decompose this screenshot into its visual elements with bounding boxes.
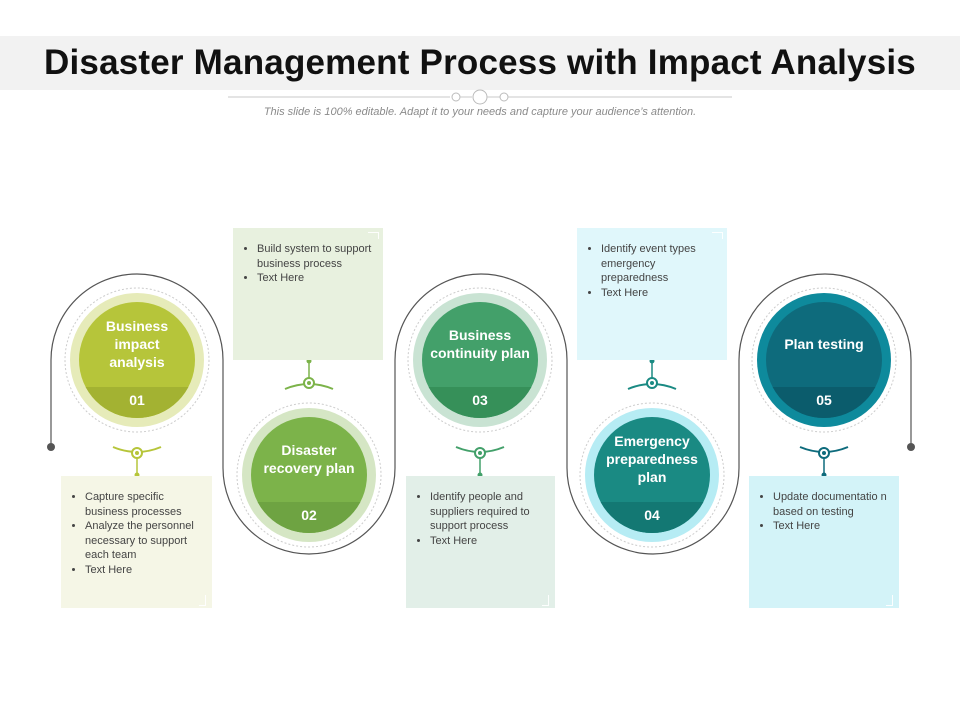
bullet-list: Identify people and suppliers required t…: [416, 490, 545, 548]
step-label: Disaster recovery plan: [263, 442, 355, 477]
bullet-list: Capture specific business processesAnaly…: [71, 490, 202, 577]
bullet-list: Update documentatio n based on testingTe…: [759, 490, 889, 534]
bullet-item: Capture specific business processes: [85, 490, 202, 519]
bullet-item: Text Here: [430, 534, 545, 549]
step-label: Business continuity plan: [430, 327, 530, 362]
bullet-item: Text Here: [601, 286, 717, 301]
step-label: Emergency preparedness plan: [606, 433, 698, 486]
step-connector-icon: [455, 446, 505, 478]
box-corner-mark: [886, 595, 893, 606]
step-description-box: Build system to support business process…: [233, 228, 383, 360]
step-label: Business impact analysis: [105, 318, 169, 371]
bullet-item: Text Here: [85, 563, 202, 578]
step-description-box: Capture specific business processesAnaly…: [61, 476, 212, 608]
box-corner-mark: [542, 595, 549, 606]
box-corner-mark: [368, 232, 379, 239]
bullet-item: Text Here: [773, 519, 889, 534]
bullet-item: Text Here: [257, 271, 373, 286]
bullet-item: Update documentatio n based on testing: [773, 490, 889, 519]
bullet-item: Identify people and suppliers required t…: [430, 490, 545, 534]
title-divider: [228, 89, 732, 105]
step-label: Plan testing: [784, 336, 864, 353]
step-description-box: Update documentatio n based on testingTe…: [749, 476, 899, 608]
subtitle: This slide is 100% editable. Adapt it to…: [263, 106, 697, 118]
step-description-box: Identify people and suppliers required t…: [406, 476, 555, 608]
step-orbit: [579, 402, 725, 548]
step-orbit: [64, 287, 210, 433]
box-corner-mark: [199, 595, 206, 606]
bullet-list: Build system to support business process…: [243, 242, 373, 286]
bullet-item: Identify event types emergency preparedn…: [601, 242, 717, 286]
bullet-item: Analyze the personnel necessary to suppo…: [85, 519, 202, 563]
step-connector-icon: [799, 446, 849, 478]
step-description-box: Identify event types emergency preparedn…: [577, 228, 727, 360]
step-orbit: [236, 402, 382, 548]
box-corner-mark: [712, 232, 723, 239]
step-orbit: [407, 287, 553, 433]
page-title: Disaster Management Process with Impact …: [44, 43, 916, 82]
step-orbit: [751, 287, 897, 433]
step-connector-icon: [112, 446, 162, 478]
step-connector-icon: [284, 358, 334, 390]
bullet-list: Identify event types emergency preparedn…: [587, 242, 717, 300]
step-connector-icon: [627, 358, 677, 390]
bullet-item: Build system to support business process: [257, 242, 373, 271]
title-band: [0, 36, 960, 90]
